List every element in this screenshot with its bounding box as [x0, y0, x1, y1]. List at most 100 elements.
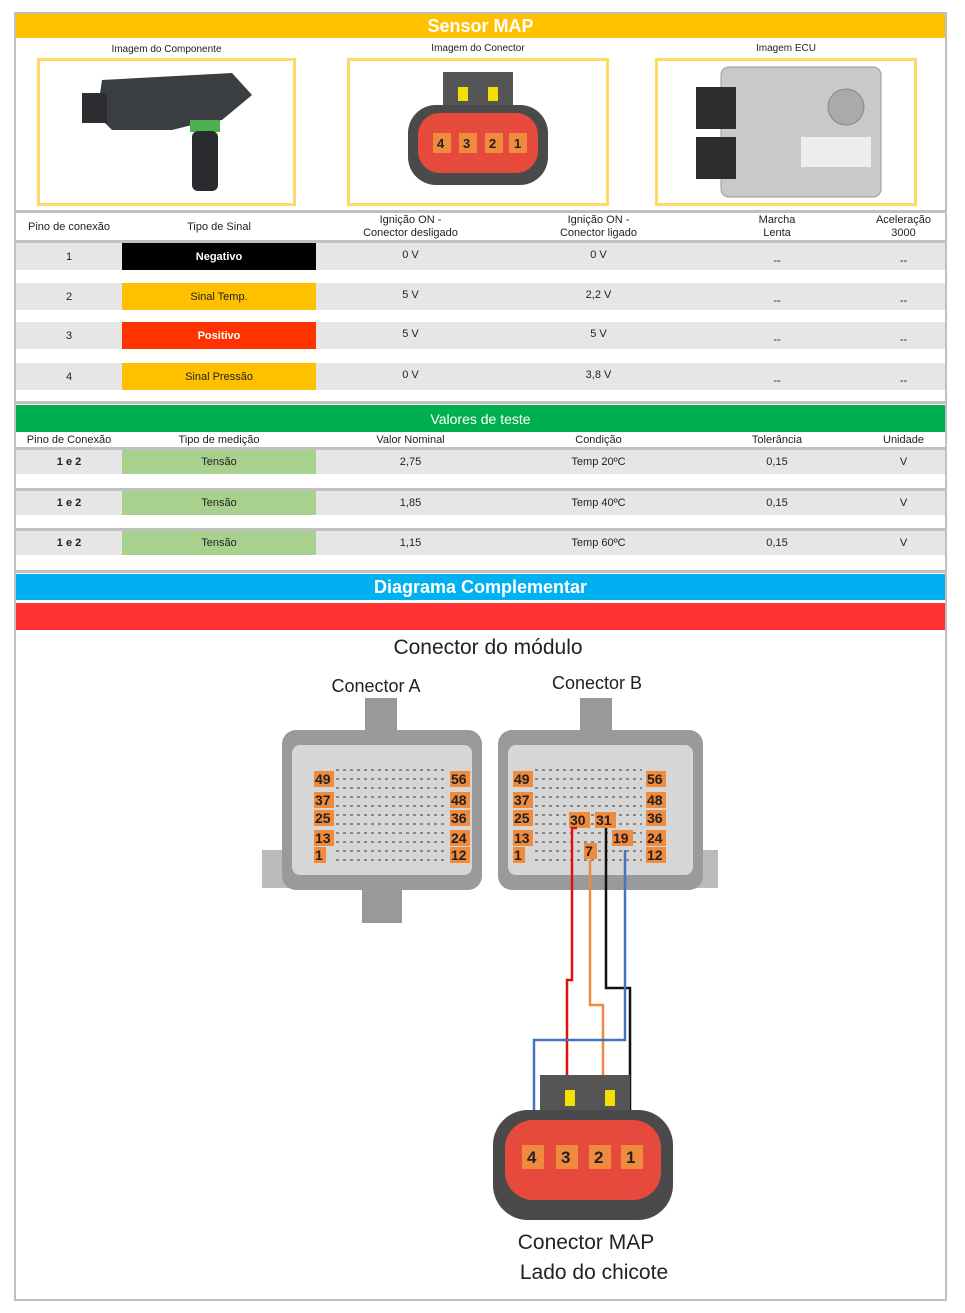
- pin-marker: [450, 810, 470, 826]
- pin-label: 24: [451, 830, 467, 846]
- ign-off-value: 5 V: [402, 289, 419, 301]
- nominal-value: 2,75: [399, 456, 422, 468]
- map-pin-marker: [621, 1145, 643, 1169]
- ecu-image: [655, 58, 917, 206]
- tolerance: 0,15: [766, 456, 788, 468]
- header-unit: Unidade: [883, 433, 924, 446]
- accel-value: --: [899, 255, 908, 267]
- signal-type: Negativo: [122, 243, 316, 270]
- ign-on-value: 2,2 V: [585, 289, 612, 301]
- ecu-connector-a: [262, 698, 482, 923]
- sensor-table-row: 1 Negativo 0 V 0 V -- --: [16, 243, 945, 270]
- pin-label: 37: [315, 792, 331, 808]
- sensor-table-row: 4 Sinal Pressão 0 V 3,8 V -- --: [16, 363, 945, 390]
- header-idle: Marcha Lenta: [758, 214, 796, 239]
- map-pin-marker: [589, 1145, 611, 1169]
- pin-marker: [595, 812, 616, 828]
- wire-black: [604, 828, 632, 1150]
- connector-image: 4 3 2 1: [347, 58, 609, 206]
- pin-marker: [314, 792, 334, 808]
- wiring-diagram: Conector do módulo Conector A Conector B…: [262, 636, 718, 1284]
- test-values-title: Valores de teste: [16, 405, 945, 432]
- page-title: Sensor MAP: [16, 14, 945, 38]
- test-table-row: 1 e 2 Tensão 1,85 Temp 40ºC 0,15 V: [16, 488, 945, 515]
- accel-value: --: [899, 334, 908, 346]
- pin-marker: [569, 812, 590, 828]
- pin-marker: [314, 847, 326, 863]
- idle-value: --: [773, 295, 781, 307]
- signal-type: Sinal Pressão: [122, 363, 316, 390]
- test-table-row: 1 e 2 Tensão 2,75 Temp 20ºC 0,15 V: [16, 447, 945, 474]
- pin-marker: [513, 830, 533, 846]
- header-condition: Condição: [575, 433, 622, 446]
- pin-label: 31: [596, 812, 612, 828]
- unit: V: [899, 537, 908, 549]
- condition: Temp 60ºC: [571, 537, 626, 549]
- ecu-image-label: Imagem ECU: [755, 43, 816, 54]
- header-pin: Pino de conexão: [28, 220, 110, 233]
- pin-marker: [314, 830, 334, 846]
- pin-label: 1: [514, 847, 522, 863]
- connector-b-label: Conector B: [552, 673, 642, 693]
- pin-label: 1: [315, 847, 323, 863]
- sensor-table-row: 2 Sinal Temp. 5 V 2,2 V -- --: [16, 283, 945, 310]
- ign-on-value: 5 V: [590, 328, 607, 340]
- pin-label: 56: [647, 771, 663, 787]
- header-pin: Pino de Conexão: [26, 433, 112, 446]
- pin-label: 12: [451, 847, 467, 863]
- svg-text:2: 2: [489, 136, 496, 151]
- pin-marker: [513, 847, 525, 863]
- measurement-type: Tensão: [122, 491, 316, 515]
- idle-value: --: [773, 255, 781, 267]
- pin-pair: 1 e 2: [56, 456, 82, 468]
- divider: [16, 401, 945, 404]
- tolerance: 0,15: [766, 537, 788, 549]
- condition: Temp 40ºC: [571, 497, 626, 509]
- signal-type: Sinal Temp.: [122, 283, 316, 310]
- measurement-type: Tensão: [122, 531, 316, 555]
- pin-marker: [450, 847, 470, 863]
- nominal-value: 1,85: [399, 497, 422, 509]
- pin-label: 25: [315, 810, 331, 826]
- pin-label: 48: [451, 792, 467, 808]
- ign-on-value: 3,8 V: [585, 369, 612, 381]
- map-pin-label: 4: [527, 1148, 537, 1167]
- map-pin-marker: [556, 1145, 578, 1169]
- ign-off-value: 0 V: [402, 249, 419, 261]
- pin-marker: [646, 792, 666, 808]
- idle-value: --: [773, 375, 781, 387]
- pin-label: 48: [647, 792, 663, 808]
- pin-label: 19: [613, 830, 629, 846]
- unit: V: [899, 456, 908, 468]
- accel-value: --: [899, 295, 908, 307]
- harness-side-label: Lado do chicote: [520, 1261, 668, 1284]
- measurement-type: Tensão: [122, 450, 316, 474]
- red-banner: [16, 603, 945, 630]
- pin-marker: [612, 830, 633, 846]
- pin-label: 13: [315, 830, 331, 846]
- header-tolerance: Tolerância: [751, 433, 803, 446]
- component-image-label: Imagem do Componente: [111, 44, 222, 55]
- ign-on-value: 0 V: [590, 249, 607, 261]
- unit: V: [899, 497, 908, 509]
- header-accel: Aceleração 3000: [875, 214, 932, 239]
- pin-number: 3: [65, 329, 73, 342]
- pin-label: 30: [570, 812, 586, 828]
- header-ign-off: Ignição ON - Conector desligado: [363, 214, 458, 239]
- pin-number: 4: [65, 370, 73, 383]
- pin-number: 2: [65, 290, 73, 303]
- pin-label: 24: [647, 830, 663, 846]
- header-nominal: Valor Nominal: [376, 433, 445, 446]
- map-pin-marker: [522, 1145, 544, 1169]
- pin-marker: [513, 810, 533, 826]
- idle-value: --: [773, 334, 781, 346]
- pin-pair: 1 e 2: [56, 497, 82, 509]
- pin-marker: [450, 830, 470, 846]
- wire-red: [565, 826, 577, 1150]
- pin-label: 13: [514, 830, 530, 846]
- pin-marker: [314, 771, 334, 787]
- pin-label: 56: [451, 771, 467, 787]
- component-image: [37, 58, 296, 206]
- map-pin-label: 1: [626, 1148, 635, 1167]
- test-table-header: Pino de Conexão Tipo de medição Valor No…: [16, 433, 945, 447]
